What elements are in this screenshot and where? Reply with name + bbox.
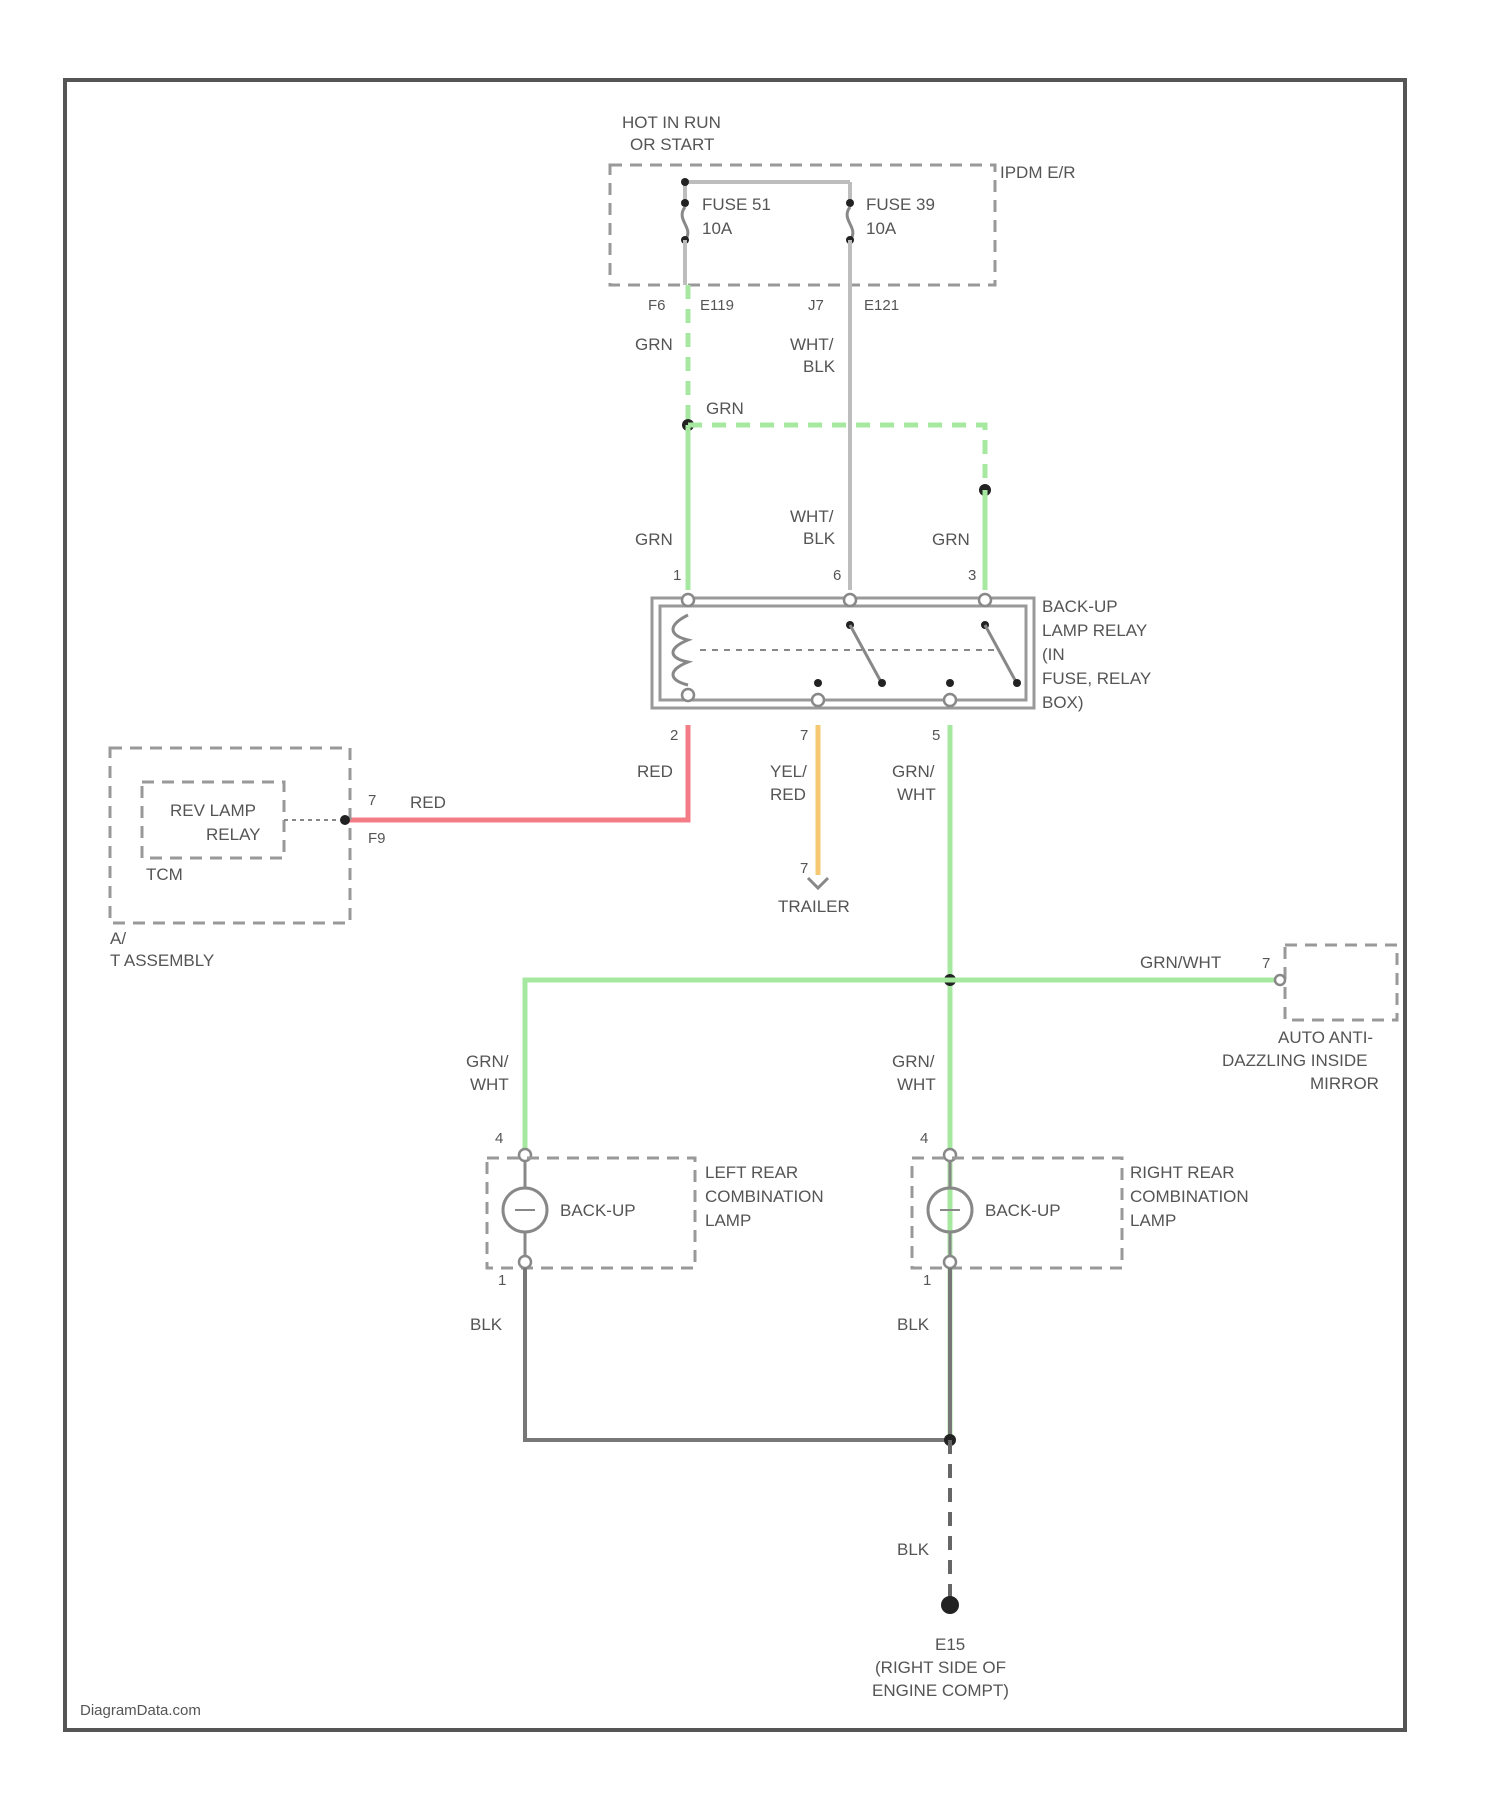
fuse-39-amp-label: 10A: [866, 219, 897, 238]
or-start-label: OR START: [630, 135, 714, 154]
rev-lamp-relay-box: [142, 782, 284, 858]
mirror-box: [1285, 945, 1397, 1020]
rev-lamp-relay-label-2: RELAY: [206, 825, 261, 844]
at-assembly-label-2: T ASSEMBLY: [110, 951, 214, 970]
wht-blk-label-2b: BLK: [803, 529, 836, 548]
fuse-51-amp-label: 10A: [702, 219, 733, 238]
ground-label-3: ENGINE COMPT): [872, 1681, 1009, 1700]
left-backup-label: BACK-UP: [560, 1201, 636, 1220]
connector-f6-label: F6: [648, 297, 666, 314]
right-lamp-pin-bottom: [944, 1256, 956, 1268]
relay-pin-6-label: 6: [833, 567, 841, 584]
relay-pin-7-label: 7: [800, 727, 808, 744]
ipdm-label: IPDM E/R: [1000, 163, 1076, 182]
trailer-pin-label: 7: [800, 860, 808, 877]
grn-wht-label-2b: WHT: [470, 1075, 509, 1094]
grn-branch-wire: [688, 425, 985, 490]
connector-j7-label: J7: [808, 297, 824, 314]
connector-e121-label: E121: [864, 297, 899, 314]
rev-lamp-relay-label-1: REV LAMP: [170, 801, 256, 820]
right-lamp-label-2: COMBINATION: [1130, 1187, 1249, 1206]
wht-blk-label-2a: WHT/: [790, 507, 834, 526]
trailer-label: TRAILER: [778, 897, 850, 916]
red-wire-label-2: RED: [410, 793, 446, 812]
right-lamp-pin-4-label: 4: [920, 1130, 928, 1147]
relay-coil-icon: [673, 594, 694, 701]
grn-wire-label-2: GRN: [706, 399, 744, 418]
mirror-label-1: AUTO ANTI-: [1278, 1028, 1373, 1047]
tcm-label: TCM: [146, 865, 183, 884]
relay-inner-box: [660, 606, 1026, 700]
watermark-label: DiagramData.com: [80, 1702, 201, 1719]
left-backup-bulb-icon: [503, 1162, 547, 1258]
relay-label-2: LAMP RELAY: [1042, 621, 1147, 640]
mirror-label-2: DAZZLING INSIDE: [1222, 1051, 1367, 1070]
wht-blk-label-1a: WHT/: [790, 335, 834, 354]
grn-wire-label-3: GRN: [635, 530, 673, 549]
yel-red-label-1: YEL/: [770, 762, 807, 781]
ground-point-icon: [941, 1596, 959, 1614]
relay-pin-2-label: 2: [670, 727, 678, 744]
grn-wht-label-3a: GRN/: [892, 1052, 935, 1071]
relay-label-5: BOX): [1042, 693, 1084, 712]
grn-wire-label-1: GRN: [635, 335, 673, 354]
hot-in-run-label: HOT IN RUN: [622, 113, 721, 132]
tcm-connector-dot: [340, 815, 350, 825]
right-backup-bulb-icon: [928, 1162, 972, 1258]
relay-pin-1-label: 1: [673, 567, 681, 584]
grn-wht-mirror-label: GRN/WHT: [1140, 953, 1221, 972]
relay-label-4: FUSE, RELAY: [1042, 669, 1151, 688]
diagram-frame: [65, 80, 1405, 1730]
left-lamp-label-1: LEFT REAR: [705, 1163, 798, 1182]
left-lamp-pin-4-label: 4: [495, 1130, 503, 1147]
left-lamp-label-3: LAMP: [705, 1211, 751, 1230]
yel-red-label-2: RED: [770, 785, 806, 804]
mirror-pin-label: 7: [1262, 955, 1270, 972]
ground-label-2: (RIGHT SIDE OF: [875, 1658, 1006, 1677]
red-wire-label-1: RED: [637, 762, 673, 781]
fuse-39-icon: [846, 199, 854, 244]
connector-e119-label: E119: [700, 297, 734, 314]
fuse-39-label: FUSE 39: [866, 195, 935, 214]
relay-pin-3-label: 3: [968, 567, 976, 584]
at-assembly-label-1: A/: [110, 929, 126, 948]
left-lamp-pin-1-label: 1: [498, 1272, 506, 1289]
grn-wht-label-3b: WHT: [897, 1075, 936, 1094]
left-lamp-pin-bottom: [519, 1256, 531, 1268]
grn-wire-label-4: GRN: [932, 530, 970, 549]
mirror-label-3: MIRROR: [1310, 1074, 1379, 1093]
right-lamp-label-3: LAMP: [1130, 1211, 1176, 1230]
ground-label-1: E15: [935, 1635, 965, 1654]
relay-pin-5-label: 5: [932, 727, 940, 744]
fuse-51-label: FUSE 51: [702, 195, 771, 214]
grn-wht-left-branch: [525, 980, 950, 1150]
grn-wht-label-2a: GRN/: [466, 1052, 509, 1071]
blk-label-left: BLK: [470, 1315, 503, 1334]
left-lamp-label-2: COMBINATION: [705, 1187, 824, 1206]
blk-label-ground: BLK: [897, 1540, 930, 1559]
tcm-pin-7-label: 7: [368, 792, 376, 809]
trailer-connector-icon: [808, 878, 828, 888]
relay-label-1: BACK-UP: [1042, 597, 1118, 616]
grn-wht-label-1b: WHT: [897, 785, 936, 804]
blk-label-right: BLK: [897, 1315, 930, 1334]
wht-blk-label-1b: BLK: [803, 357, 836, 376]
blk-left-ground-wire: [525, 1268, 950, 1440]
right-lamp-label-1: RIGHT REAR: [1130, 1163, 1235, 1182]
relay-label-3: (IN: [1042, 645, 1065, 664]
mirror-connector: [1275, 975, 1285, 985]
right-backup-label: BACK-UP: [985, 1201, 1061, 1220]
grn-wht-label-1a: GRN/: [892, 762, 935, 781]
right-lamp-pin-1-label: 1: [923, 1272, 931, 1289]
backup-lamp-relay-box: [652, 598, 1034, 708]
connector-f9-label: F9: [368, 830, 386, 847]
